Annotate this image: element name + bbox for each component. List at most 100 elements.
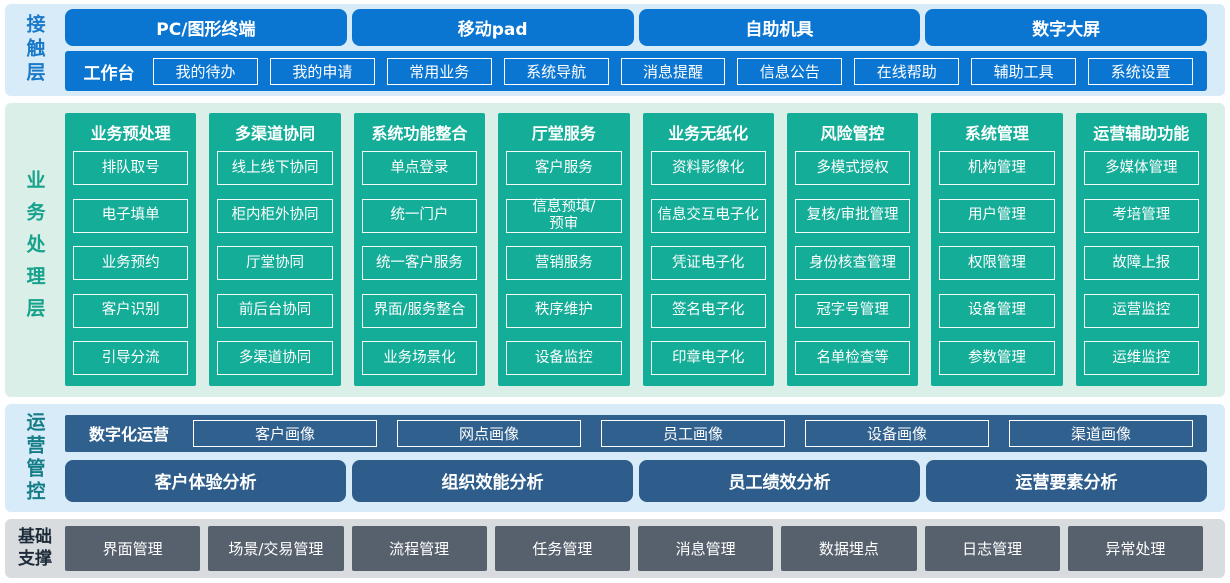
digital-ops-label: 数字化运营	[88, 425, 169, 444]
analysis-button: 运营要素分析	[926, 459, 1207, 502]
foundation-button: 异常处理	[1067, 526, 1203, 571]
analysis-button: 客户体验分析	[65, 459, 346, 502]
business-column: 多渠道协同 线上线下协同柜内柜外协同厅堂协同前后台协同多渠道协同	[209, 113, 341, 386]
business-column: 厅堂服务 客户服务信息预填/ 预审营销服务秩序维护设备监控	[498, 113, 630, 386]
business-column: 系统功能整合 单点登录统一门户统一客户服务界面/服务整合业务场景化	[353, 113, 486, 386]
business-column-item: 参数管理	[939, 341, 1055, 375]
business-column-items: 单点登录统一门户统一客户服务界面/服务整合业务场景化	[361, 151, 478, 375]
business-column-item: 用户管理	[939, 198, 1055, 233]
business-column-item: 信息预填/ 预审	[506, 198, 622, 233]
business-column-title: 系统功能整合	[371, 124, 468, 143]
workbench-item: 系统设置	[1088, 57, 1194, 85]
business-column-item: 资料影像化	[650, 151, 766, 185]
business-column-item: 身份核查管理	[794, 246, 911, 280]
business-layer-label-col: 业务处理层	[5, 103, 65, 397]
business-column-items: 线上线下协同柜内柜外协同厅堂协同前后台协同多渠道协同	[217, 151, 333, 375]
business-column-item: 统一客户服务	[361, 246, 478, 280]
business-column-item: 营销服务	[506, 246, 622, 280]
business-column-item: 多媒体管理	[1083, 151, 1199, 185]
business-column-item: 前后台协同	[217, 293, 333, 328]
portrait-item: 客户画像	[193, 419, 377, 447]
business-column-title: 多渠道协同	[235, 124, 316, 143]
business-column-item: 复核/审批管理	[794, 198, 911, 233]
analysis-button: 员工绩效分析	[639, 459, 920, 502]
foundation-button: 任务管理	[494, 526, 630, 571]
workbench-bar: 工作台 我的待办我的申请常用业务系统导航消息提醒信息公告在线帮助辅助工具系统设置	[65, 51, 1207, 91]
business-column-item: 客户识别	[73, 293, 189, 328]
business-column: 风险管控 多模式授权复核/审批管理身份核查管理冠字号管理名单检查等	[786, 113, 919, 386]
foundation-button: 消息管理	[638, 526, 774, 571]
business-column-item: 多渠道协同	[217, 341, 333, 375]
business-column-items: 排队取号电子填单业务预约客户识别引导分流	[73, 151, 189, 375]
workbench-item: 系统导航	[503, 57, 609, 85]
foundation-button: 流程管理	[351, 526, 487, 571]
workbench-item: 信息公告	[737, 57, 843, 85]
operations-layer-label: 运营管控	[23, 412, 46, 504]
channel-button: 移动pad	[351, 9, 634, 46]
foundation-button: 界面管理	[65, 526, 201, 571]
business-column-item: 故障上报	[1083, 246, 1199, 280]
business-column-item: 设备管理	[939, 293, 1055, 328]
business-column-item: 线上线下协同	[217, 151, 333, 185]
business-column-item: 信息交互电子化	[650, 198, 766, 233]
workbench-item: 在线帮助	[854, 57, 960, 85]
business-column-item: 客户服务	[506, 151, 622, 185]
business-column-item: 冠字号管理	[794, 293, 911, 328]
workbench-item: 常用业务	[386, 57, 492, 85]
foundation-button: 数据埋点	[781, 526, 917, 571]
business-column-item: 考培管理	[1083, 198, 1199, 233]
business-column: 业务无纸化 资料影像化信息交互电子化凭证电子化签名电子化印章电子化	[642, 113, 774, 386]
foundation-button: 日志管理	[924, 526, 1060, 571]
business-column-item: 单点登录	[361, 151, 478, 185]
business-column-item: 权限管理	[939, 246, 1055, 280]
business-column-items: 多媒体管理考培管理故障上报运营监控运维监控	[1083, 151, 1199, 375]
business-column-item: 排队取号	[73, 151, 189, 185]
operations-layer-content: 数字化运营 客户画像网点画像员工画像设备画像渠道画像 客户体验分析组织效能分析员…	[65, 404, 1225, 512]
business-column-items: 资料影像化信息交互电子化凭证电子化签名电子化印章电子化	[650, 151, 766, 375]
business-column-item: 柜内柜外协同	[217, 198, 333, 233]
business-column-title: 业务预处理	[90, 124, 171, 143]
operations-layer-label-col: 运营管控	[5, 404, 65, 512]
foundation-layer-band: 基础 支撑 界面管理场景/交易管理流程管理任务管理消息管理数据埋点日志管理异常处…	[5, 519, 1225, 578]
business-column-title: 运营辅助功能	[1093, 124, 1190, 143]
business-column-items: 多模式授权复核/审批管理身份核查管理冠字号管理名单检查等	[794, 151, 911, 375]
business-column-item: 签名电子化	[650, 293, 766, 328]
business-layer-band: 业务处理层 业务预处理 排队取号电子填单业务预约客户识别引导分流 多渠道协同 线…	[5, 103, 1225, 397]
workbench-item: 我的待办	[153, 57, 258, 85]
business-column-item: 运维监控	[1083, 341, 1199, 375]
foundation-layer-label: 基础 支撑	[18, 527, 52, 569]
business-column-items: 机构管理用户管理权限管理设备管理参数管理	[939, 151, 1055, 375]
business-column-title: 风险管控	[820, 124, 885, 143]
business-column-item: 业务预约	[73, 246, 189, 280]
foundation-button: 场景/交易管理	[208, 526, 344, 571]
business-column: 运营辅助功能 多媒体管理考培管理故障上报运营监控运维监控	[1075, 113, 1207, 386]
business-column-item: 凭证电子化	[650, 246, 766, 280]
business-column-item: 印章电子化	[650, 341, 766, 375]
analysis-button: 组织效能分析	[352, 459, 633, 502]
business-column: 系统管理 机构管理用户管理权限管理设备管理参数管理	[931, 113, 1063, 386]
portrait-item: 员工画像	[601, 419, 785, 447]
business-layer-label: 业务处理层	[23, 170, 46, 330]
workbench-items: 我的待办我的申请常用业务系统导航消息提醒信息公告在线帮助辅助工具系统设置	[153, 57, 1194, 85]
channel-button: 自助机具	[638, 9, 921, 46]
channel-button: PC/图形终端	[65, 9, 347, 46]
portrait-item: 渠道画像	[1009, 419, 1193, 447]
workbench-item: 消息提醒	[620, 57, 726, 85]
business-column-item: 引导分流	[73, 341, 189, 375]
business-column-title: 系统管理	[964, 124, 1029, 143]
business-column-item: 秩序维护	[506, 293, 622, 328]
business-column-item: 名单检查等	[794, 341, 911, 375]
analysis-buttons-row: 客户体验分析组织效能分析员工绩效分析运营要素分析	[65, 459, 1207, 502]
contact-layer-label: 接触层	[23, 14, 46, 86]
business-column-item: 统一门户	[361, 198, 478, 233]
business-column-item: 多模式授权	[794, 151, 911, 185]
business-layer-content: 业务预处理 排队取号电子填单业务预约客户识别引导分流 多渠道协同 线上线下协同柜…	[65, 103, 1225, 397]
contact-layer-label-col: 接触层	[5, 4, 65, 96]
portrait-item: 设备画像	[805, 419, 989, 447]
business-column-item: 业务场景化	[361, 341, 478, 375]
business-column-item: 厅堂协同	[217, 246, 333, 280]
business-column-item: 机构管理	[939, 151, 1055, 185]
